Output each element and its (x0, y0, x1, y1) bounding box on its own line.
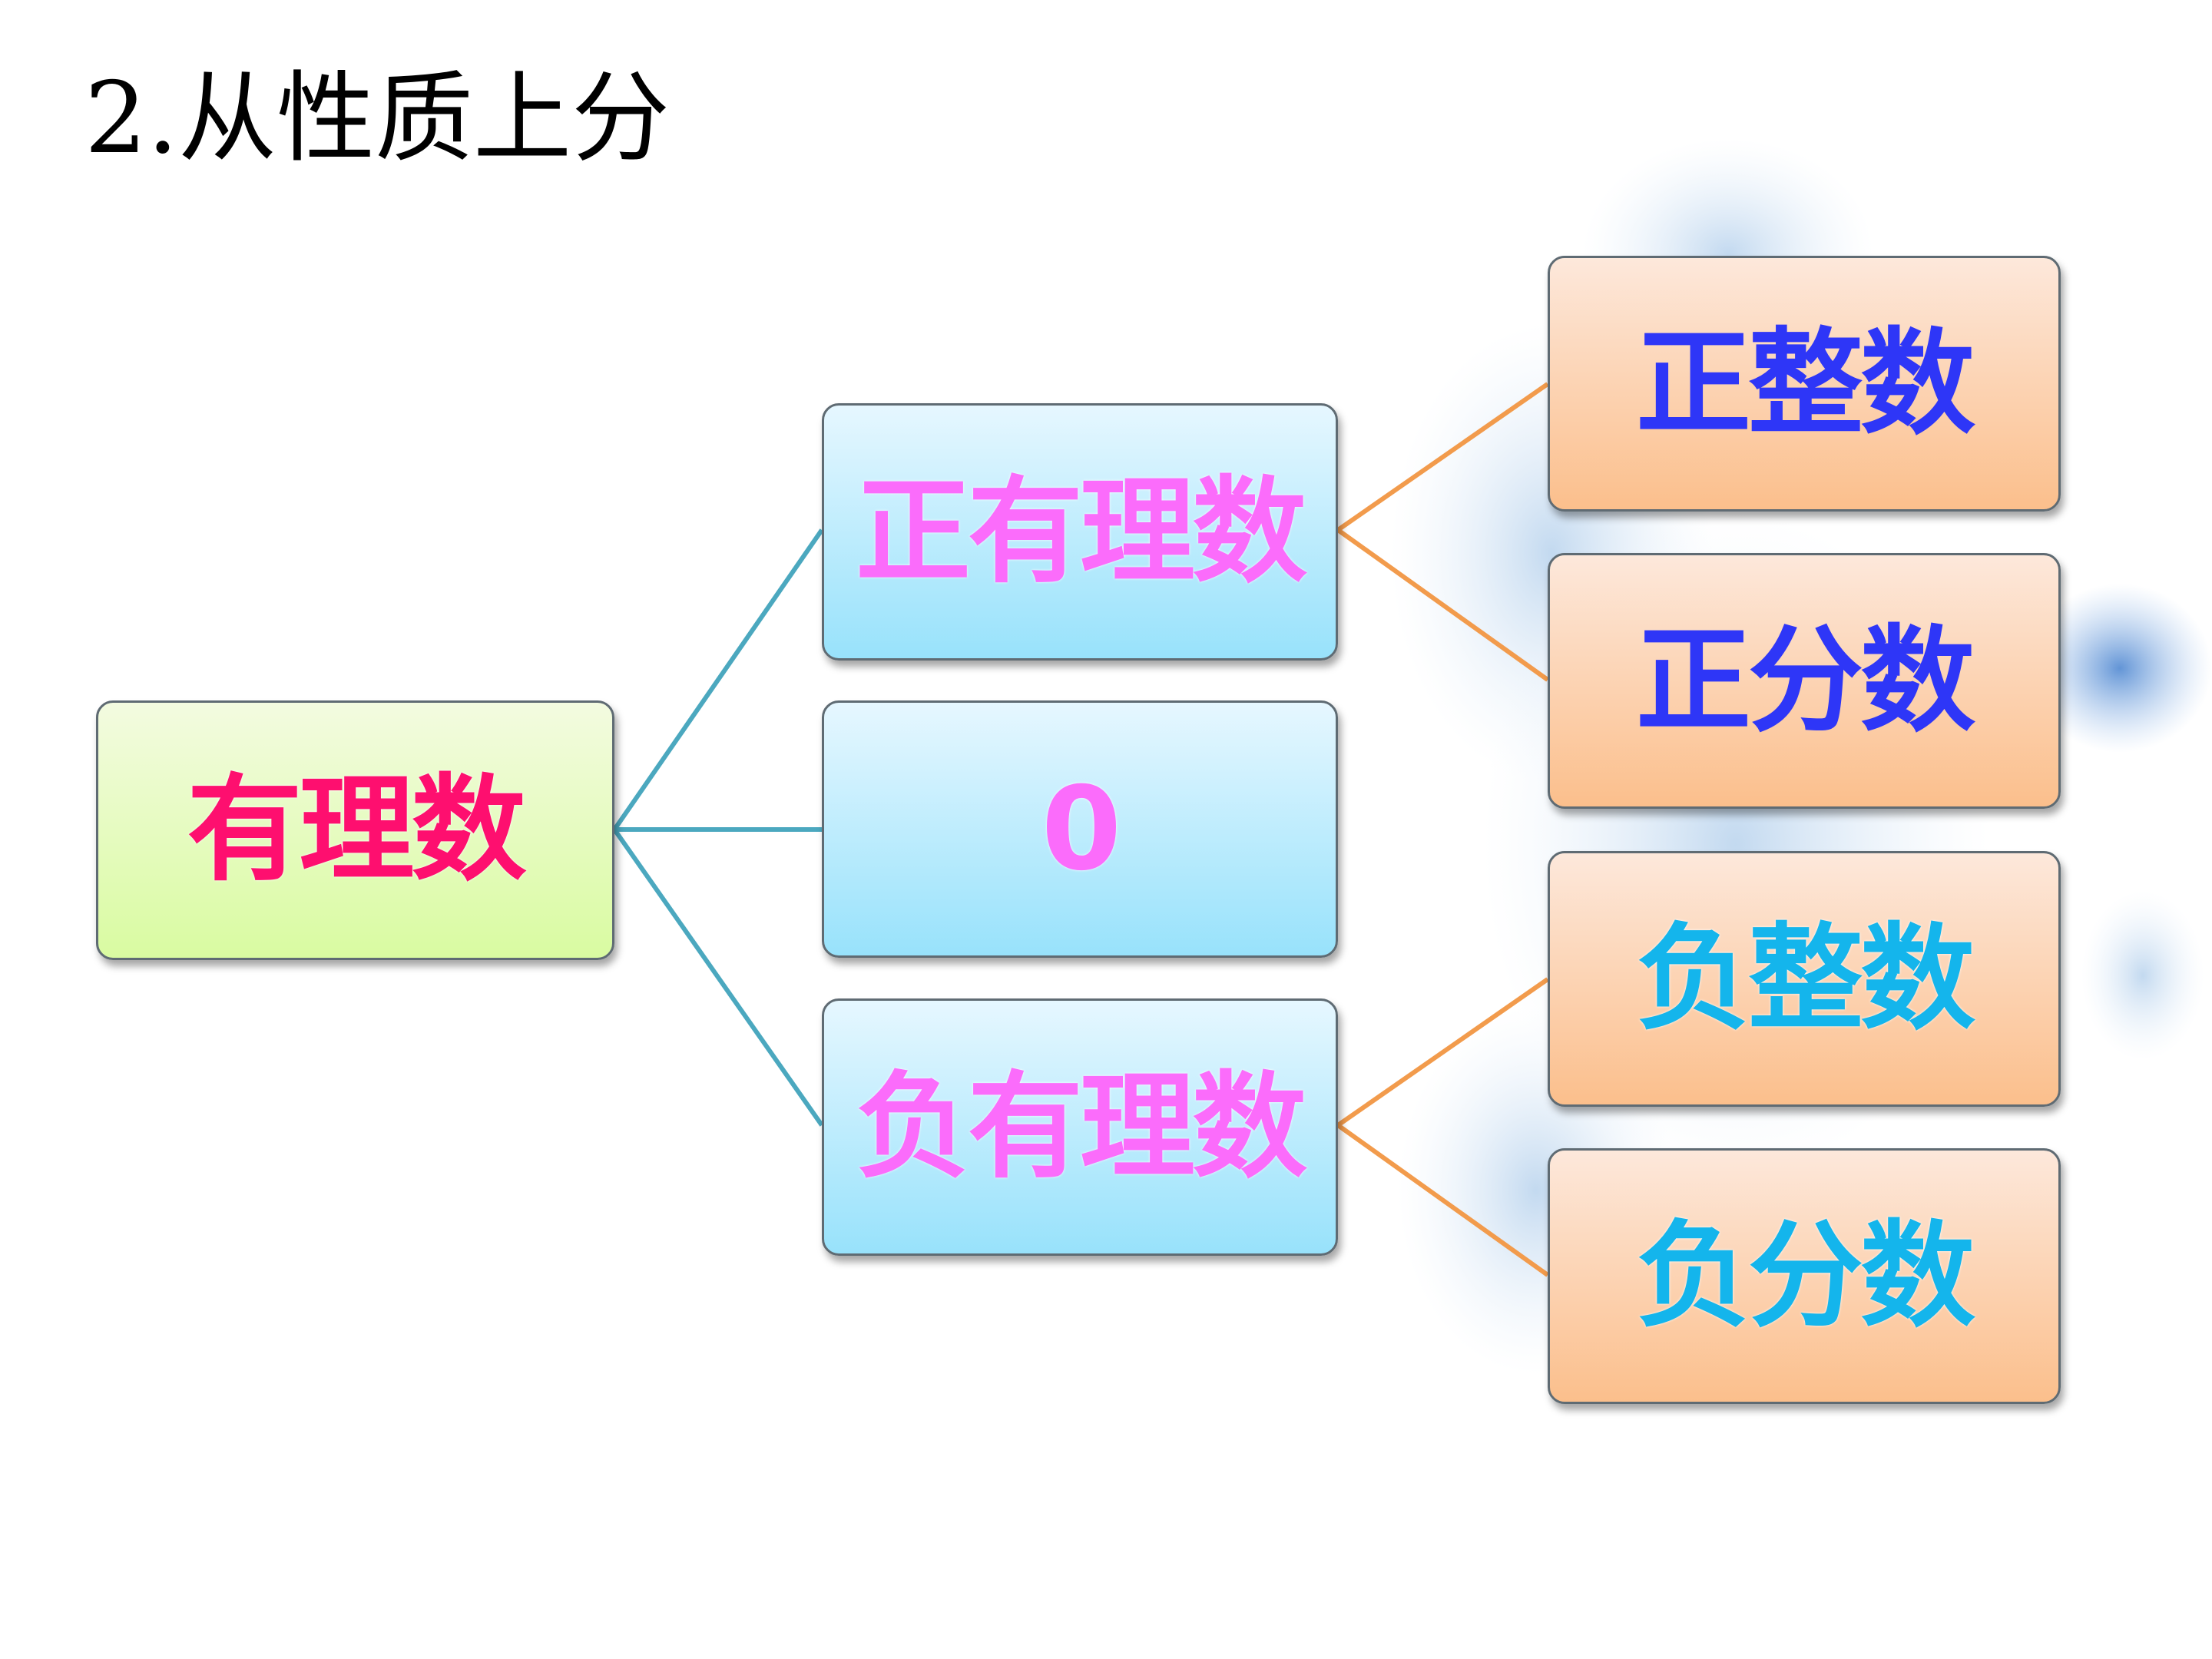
node-rational-number: 有理数 (96, 700, 614, 960)
node-negative-rational-label: 负有理数 (855, 1060, 1307, 1194)
node-negative-rational: 负有理数 (822, 998, 1338, 1256)
node-positive-integer-label: 正整数 (1635, 316, 1975, 451)
node-positive-fraction-label: 正分数 (1635, 614, 1975, 748)
connector-negative-rational-to-negative-fraction (1336, 1123, 1549, 1277)
node-negative-fraction: 负分数 (1548, 1148, 2061, 1404)
node-zero-label: 0 (1041, 762, 1121, 896)
connector-positive-rational-to-positive-fraction (1336, 528, 1549, 682)
node-negative-integer-label: 负整数 (1635, 912, 1975, 1046)
node-zero: 0 (822, 700, 1338, 958)
connector-positive-rational-to-positive-integer (1336, 382, 1549, 532)
node-positive-integer: 正整数 (1548, 256, 2061, 512)
node-positive-fraction: 正分数 (1548, 553, 2061, 809)
node-negative-integer: 负整数 (1548, 851, 2061, 1107)
page-title: 2.从性质上分 (84, 61, 671, 176)
node-rational-number-label: 有理数 (187, 763, 526, 897)
node-positive-rational-label: 正有理数 (855, 465, 1307, 599)
connector-root-to-positive-rational (612, 528, 824, 831)
node-positive-rational: 正有理数 (822, 403, 1338, 661)
connector-root-to-negative-rational (612, 828, 824, 1127)
connector-negative-rational-to-negative-integer (1336, 977, 1549, 1128)
node-negative-fraction-label: 负分数 (1635, 1209, 1975, 1343)
